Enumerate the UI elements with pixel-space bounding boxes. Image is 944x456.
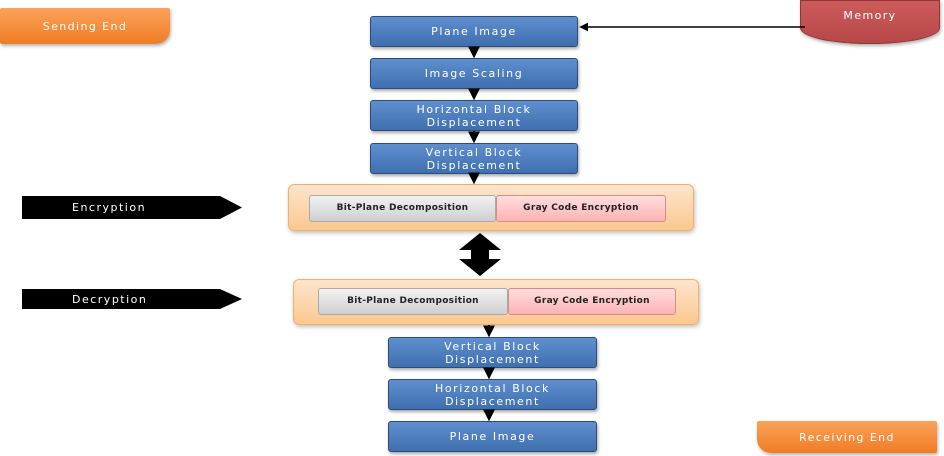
image-scaling-box: Image Scaling — [370, 58, 578, 89]
receiving-end-tag: Receiving End — [757, 421, 937, 453]
encryption-bit-plane-label: Bit-Plane Decomposition — [336, 203, 469, 213]
encryption-label-arrow: Encryption — [22, 196, 242, 219]
sending-end-label: Sending End — [42, 19, 128, 33]
horizontal-block-displacement-label: Horizontal Block Displacement — [416, 102, 532, 129]
decryption-bit-plane-box: Bit-Plane Decomposition — [318, 288, 508, 315]
vertical-block-displacement-box: Vertical Block Displacement — [370, 143, 578, 174]
encryption-group: Bit-Plane Decomposition Gray Code Encryp… — [288, 184, 694, 231]
sending-end-tag: Sending End — [0, 8, 170, 44]
encryption-gray-code-label: Gray Code Encryption — [523, 203, 639, 213]
plane-image-box: Plane Image — [370, 16, 578, 47]
bottom-vertical-block-displacement-box: Vertical Block Displacement — [388, 337, 597, 368]
encryption-label: Encryption — [72, 201, 147, 214]
horizontal-block-displacement-box: Horizontal Block Displacement — [370, 100, 578, 131]
decryption-gray-code-label: Gray Code Encryption — [534, 296, 650, 306]
receiving-end-label: Receiving End — [799, 430, 895, 444]
bottom-plane-image-box: Plane Image — [388, 421, 597, 452]
bottom-plane-image-label: Plane Image — [449, 430, 536, 443]
memory-label: Memory — [843, 9, 897, 22]
decryption-label: Decryption — [72, 292, 148, 306]
encryption-bit-plane-box: Bit-Plane Decomposition — [309, 195, 496, 222]
memory-storage: Memory — [800, 0, 940, 44]
vertical-block-displacement-label: Vertical Block Displacement — [425, 145, 523, 172]
decryption-group: Bit-Plane Decomposition Gray Code Encryp… — [293, 279, 699, 325]
encryption-decryption-double-arrow — [459, 233, 501, 276]
image-scaling-label: Image Scaling — [424, 67, 524, 80]
plane-image-label: Plane Image — [431, 25, 517, 38]
bottom-vertical-block-displacement-label: Vertical Block Displacement — [444, 339, 541, 366]
encryption-gray-code-box: Gray Code Encryption — [496, 195, 666, 222]
decryption-label-arrow: Decryption — [22, 289, 242, 309]
decryption-gray-code-box: Gray Code Encryption — [508, 288, 676, 315]
decryption-bit-plane-label: Bit-Plane Decomposition — [347, 296, 479, 306]
bottom-horizontal-block-displacement-label: Horizontal Block Displacement — [434, 381, 550, 408]
